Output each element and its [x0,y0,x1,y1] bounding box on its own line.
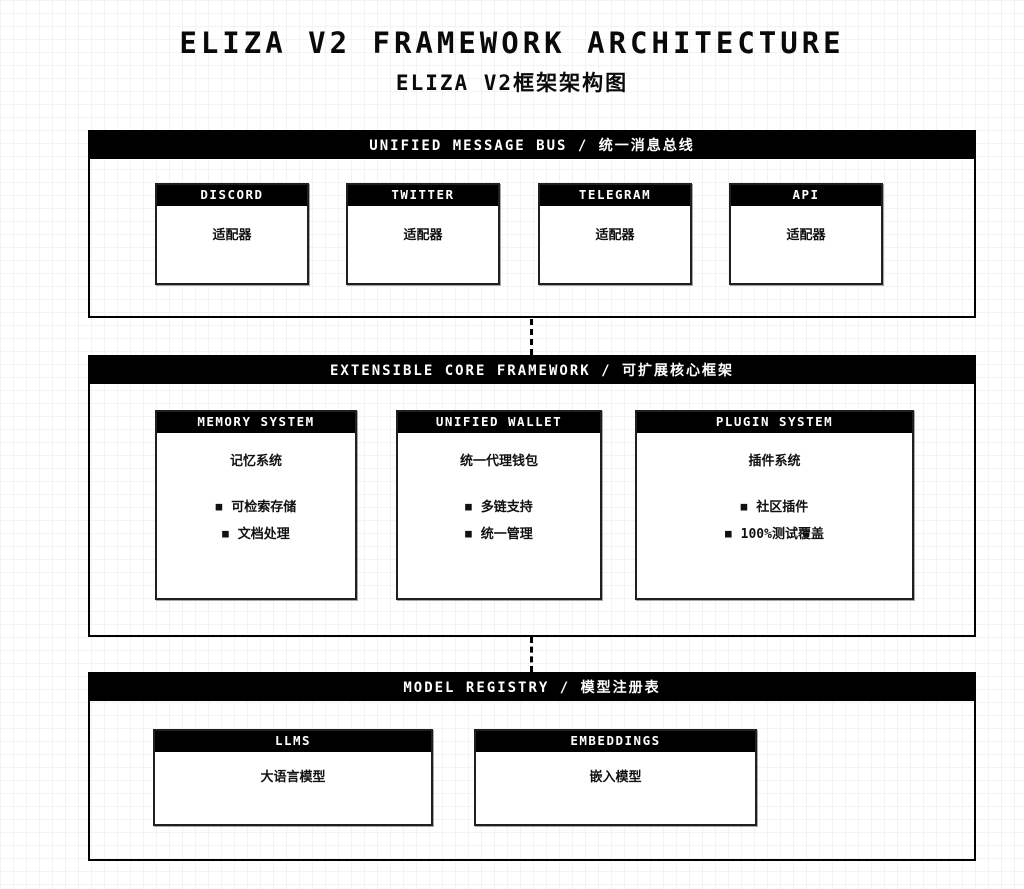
node-twitter: TWITTER 适配器 [346,183,500,285]
bullet-item: ■ 100%测试覆盖 [637,523,912,542]
section-extensible-core-framework: EXTENSIBLE CORE FRAMEWORK / 可扩展核心框架 MEMO… [88,355,976,637]
section-header: EXTENSIBLE CORE FRAMEWORK / 可扩展核心框架 [90,357,974,384]
node-label: 适配器 [786,228,826,243]
bullet-text: 多链支持 [480,500,533,515]
bullet-item: ■ 社区插件 [637,496,912,515]
node-unified-wallet: UNIFIED WALLET 统一代理钱包 ■ 多链支持 ■ 统一管理 [396,410,602,600]
bullet-item: ■ 多链支持 [398,496,600,515]
node-header: LLMS [155,731,431,752]
node-header: UNIFIED WALLET [398,412,600,433]
section-model-registry: MODEL REGISTRY / 模型注册表 LLMS 大语言模型 EMBEDD… [88,672,976,861]
node-header: EMBEDDINGS [476,731,755,752]
bullet-item: ■ 统一管理 [398,523,600,542]
square-bullet-icon: ■ [740,500,748,513]
bullet-list: ■可检索存储 ■文档处理 [157,496,355,542]
node-memory-system: MEMORY SYSTEM 记忆系统 ■可检索存储 ■文档处理 [155,410,357,600]
bullet-text: 可检索存储 [231,500,297,515]
bullet-item: ■ 文档处理 [157,523,355,542]
node-label: 统一代理钱包 [459,454,538,469]
square-bullet-icon: ■ [465,500,472,513]
node-label: 大语言模型 [260,770,326,785]
node-header: DISCORD [157,185,307,206]
bullet-text: 统一管理 [480,527,533,542]
bullet-item: ■ 可检索存储 [157,496,355,515]
bullet-text: 文档处理 [237,527,290,542]
node-plugin-system: PLUGIN SYSTEM 插件系统 ■ 社区插件 ■ 100%测试覆盖 [635,410,914,600]
bullet-list: ■ 多链支持 ■ 统一管理 [398,496,600,542]
node-header: TELEGRAM [540,185,690,206]
node-label: 嵌入模型 [589,770,642,785]
section-unified-message-bus: UNIFIED MESSAGE BUS / 统一消息总线 DISCORD 适配器… [88,130,976,318]
node-label: 记忆系统 [229,454,282,469]
node-llms: LLMS 大语言模型 [153,729,433,826]
section-header: MODEL REGISTRY / 模型注册表 [90,674,974,701]
node-label: 插件系统 [748,454,801,469]
node-embeddings: EMBEDDINGS 嵌入模型 [474,729,757,826]
dashed-connector-core-to-registry [530,637,533,672]
bullet-text: 社区插件 [756,500,809,515]
square-bullet-icon: ■ [215,500,223,513]
node-header: TWITTER [348,185,498,206]
node-header: API [731,185,881,206]
node-header: MEMORY SYSTEM [157,412,355,433]
section-header: UNIFIED MESSAGE BUS / 统一消息总线 [90,132,974,159]
bullet-list: ■ 社区插件 ■ 100%测试覆盖 [637,496,912,542]
node-label: 适配器 [212,228,252,243]
page-title: ELIZA V2 FRAMEWORK ARCHITECTURE [179,26,845,60]
node-discord: DISCORD 适配器 [155,183,309,285]
node-header: PLUGIN SYSTEM [637,412,912,433]
node-api: API 适配器 [729,183,883,285]
square-bullet-icon: ■ [725,527,732,540]
node-label: 适配器 [595,228,635,243]
node-telegram: TELEGRAM 适配器 [538,183,692,285]
dashed-connector-bus-to-core [530,319,533,355]
page-subtitle: ELIZA V2框架架构图 [395,71,629,95]
node-label: 适配器 [403,228,443,243]
square-bullet-icon: ■ [465,527,472,540]
square-bullet-icon: ■ [222,527,229,540]
bullet-text: 100%测试覆盖 [740,527,824,542]
